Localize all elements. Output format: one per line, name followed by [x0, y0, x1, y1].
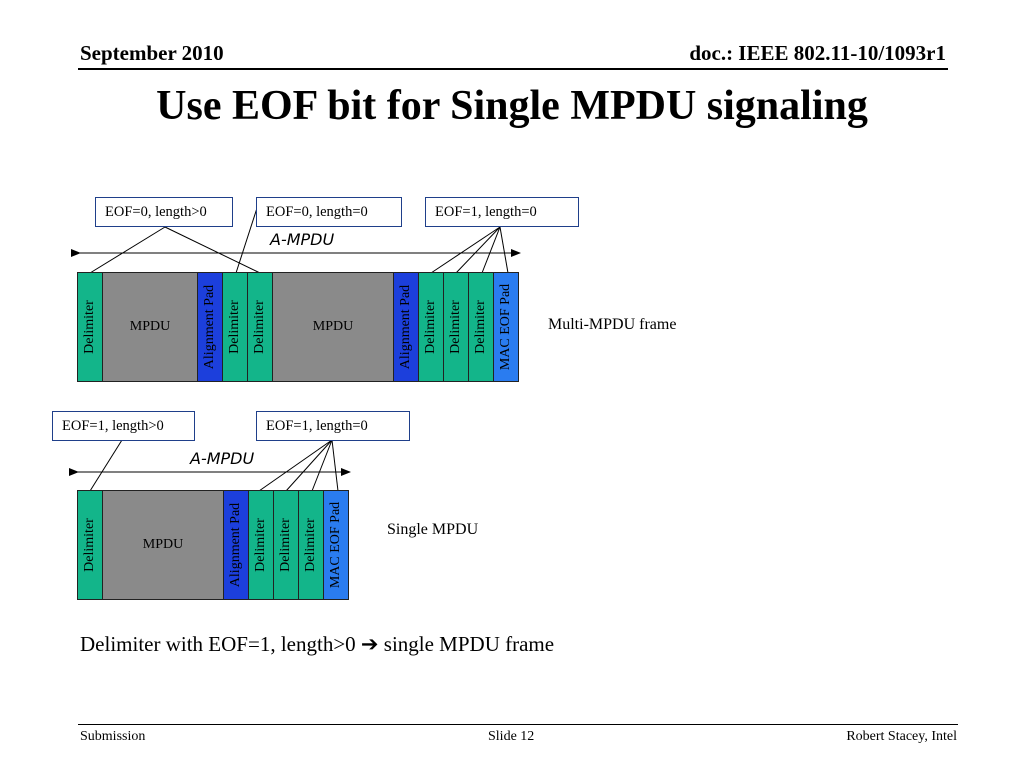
leader-line [481, 226, 501, 274]
conclusion-statement: Delimiter with EOF=1, length>0 ➔ single … [80, 632, 554, 657]
mac-eof-pad-segment: MAC EOF Pad [493, 272, 519, 382]
leader-line [235, 204, 259, 274]
alignment-pad-segment: Alignment Pad [393, 272, 419, 382]
delimiter-segment: Delimiter [298, 490, 324, 600]
segment-label: Delimiter [278, 518, 293, 572]
segment-label: Delimiter [82, 300, 97, 354]
delimiter-segment: Delimiter [418, 272, 444, 382]
slide-title: Use EOF bit for Single MPDU signaling [156, 83, 868, 129]
delimiter-segment: Delimiter [222, 272, 248, 382]
segment-label: Delimiter [423, 300, 438, 354]
footer-submission: Submission [80, 729, 146, 744]
delimiter-segment: Delimiter [77, 490, 103, 600]
mpdu-segment: MPDU [102, 272, 198, 382]
callout-multi-eof0-len-gt0: EOF=0, length>0 [95, 197, 233, 227]
single-mpdu-frame: Delimiter MPDU Alignment Pad Delimiter D… [77, 490, 349, 600]
callout-multi-eof1-len0: EOF=1, length=0 [425, 197, 579, 227]
single-ampdu-label: A-MPDU [190, 449, 255, 468]
leader-line [258, 439, 333, 492]
segment-label: MPDU [129, 319, 171, 334]
leader-line [455, 226, 501, 274]
leader-line [499, 226, 509, 274]
single-mpdu-frame-label: Single MPDU [387, 521, 479, 538]
segment-label: Delimiter [82, 518, 97, 572]
segment-label: Delimiter [448, 300, 463, 354]
footer-rule [78, 724, 958, 725]
header-rule [78, 68, 948, 70]
delimiter-segment: Delimiter [77, 272, 103, 382]
leader-line [285, 439, 333, 492]
leader-line [164, 226, 261, 274]
statement-condition: Delimiter with EOF=1, length>0 [80, 632, 356, 656]
leader-line [89, 439, 123, 492]
delimiter-segment: Delimiter [443, 272, 469, 382]
segment-label: MAC EOF Pad [328, 501, 343, 589]
footer-author: Robert Stacey, Intel [846, 729, 957, 744]
segment-label: Delimiter [303, 518, 318, 572]
leader-line [89, 226, 166, 274]
callout-single-eof1-len0: EOF=1, length=0 [256, 411, 410, 441]
segment-label: Alignment Pad [202, 284, 217, 370]
alignment-pad-segment: Alignment Pad [197, 272, 223, 382]
segment-label: Delimiter [252, 300, 267, 354]
leader-line [311, 439, 333, 492]
leader-line [331, 439, 339, 492]
multi-mpdu-frame: Delimiter MPDU Alignment Pad Delimiter D… [77, 272, 519, 382]
statement-result: single MPDU frame [383, 632, 555, 656]
alignment-pad-segment: Alignment Pad [223, 490, 249, 600]
delimiter-segment: Delimiter [247, 272, 273, 382]
callout-multi-eof0-len0: EOF=0, length=0 [256, 197, 402, 227]
delimiter-segment: Delimiter [468, 272, 494, 382]
mpdu-segment: MPDU [102, 490, 224, 600]
segment-label: Delimiter [227, 300, 242, 354]
multi-mpdu-frame-label: Multi-MPDU frame [548, 316, 677, 333]
segment-label: MAC EOF Pad [498, 283, 513, 371]
arrow-right-icon: ➔ [360, 632, 379, 656]
header-date: September 2010 [80, 41, 224, 65]
callout-single-eof1-len-gt0: EOF=1, length>0 [52, 411, 195, 441]
mpdu-segment: MPDU [272, 272, 394, 382]
delimiter-segment: Delimiter [273, 490, 299, 600]
multi-ampdu-label: A-MPDU [270, 230, 335, 249]
segment-label: Delimiter [253, 518, 268, 572]
segment-label: MPDU [312, 319, 354, 334]
segment-label: Alignment Pad [398, 284, 413, 370]
segment-label: Delimiter [473, 300, 488, 354]
leader-line [430, 226, 501, 274]
header-doc-id: doc.: IEEE 802.11-10/1093r1 [689, 41, 946, 65]
segment-label: MPDU [142, 537, 184, 552]
footer-slide-number: Slide 12 [488, 729, 535, 744]
mac-eof-pad-segment: MAC EOF Pad [323, 490, 349, 600]
delimiter-segment: Delimiter [248, 490, 274, 600]
segment-label: Alignment Pad [228, 502, 243, 588]
